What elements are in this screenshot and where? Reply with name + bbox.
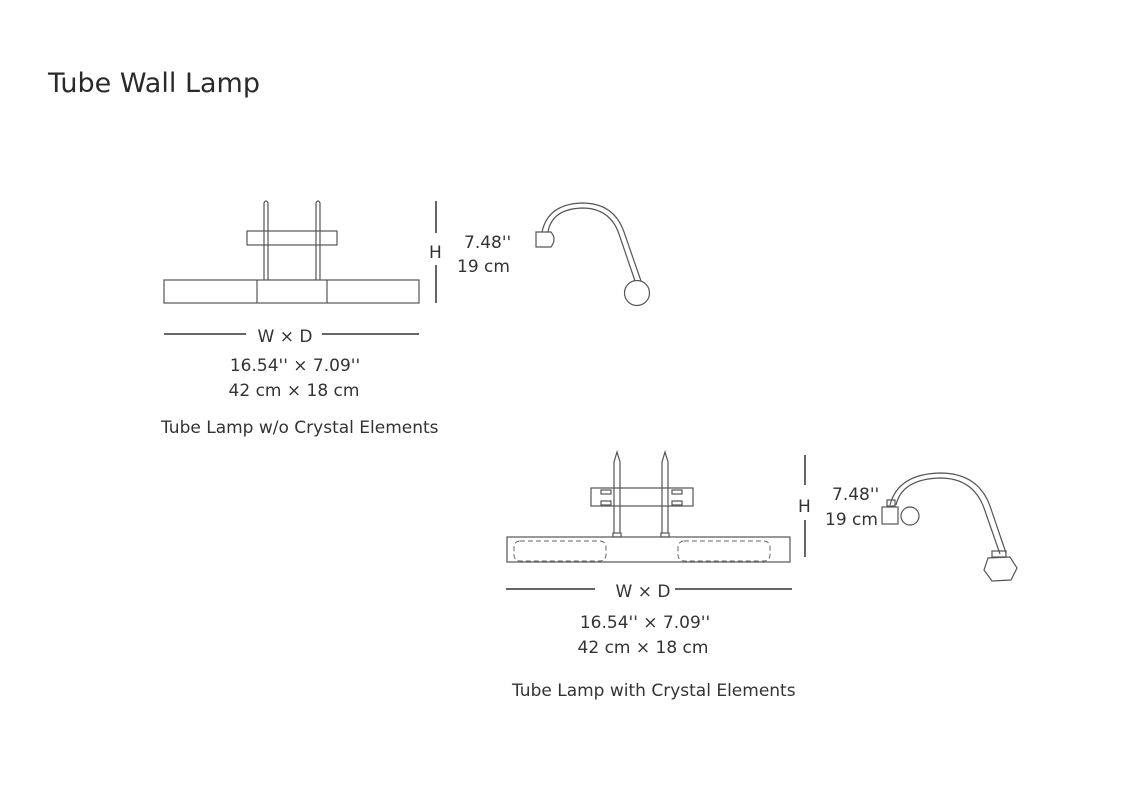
front-view-drawing xyxy=(506,449,791,563)
variant-caption: Tube Lamp w/o Crystal Elements xyxy=(160,418,439,438)
variant-caption: Tube Lamp with Crystal Elements xyxy=(511,681,796,701)
width-label: W × D xyxy=(258,327,313,347)
dimensions-inches: 16.54'' × 7.09'' xyxy=(230,356,360,376)
height-inches: 7.48'' xyxy=(464,233,511,253)
page-title: Tube Wall Lamp xyxy=(47,68,260,99)
height-cm: 19 cm xyxy=(825,510,878,530)
height-label: H xyxy=(429,243,442,263)
variant-with-crystal: H 7.48'' 19 cm W × D 16.54'' × 7.09'' 42… xyxy=(506,449,1018,701)
height-cm: 19 cm xyxy=(457,257,510,277)
front-view-drawing xyxy=(163,200,420,304)
dimensions-inches: 16.54'' × 7.09'' xyxy=(580,613,710,633)
side-view-drawing xyxy=(535,202,651,307)
width-label: W × D xyxy=(616,582,671,602)
dimensions-cm: 42 cm × 18 cm xyxy=(578,638,709,658)
height-inches: 7.48'' xyxy=(832,485,879,505)
height-label: H xyxy=(798,497,811,517)
dimensions-cm: 42 cm × 18 cm xyxy=(229,381,360,401)
variant-without-crystal: H 7.48'' 19 cm W × D 16.54'' × 7.09'' 42… xyxy=(160,200,651,438)
side-view-drawing xyxy=(881,472,1018,582)
